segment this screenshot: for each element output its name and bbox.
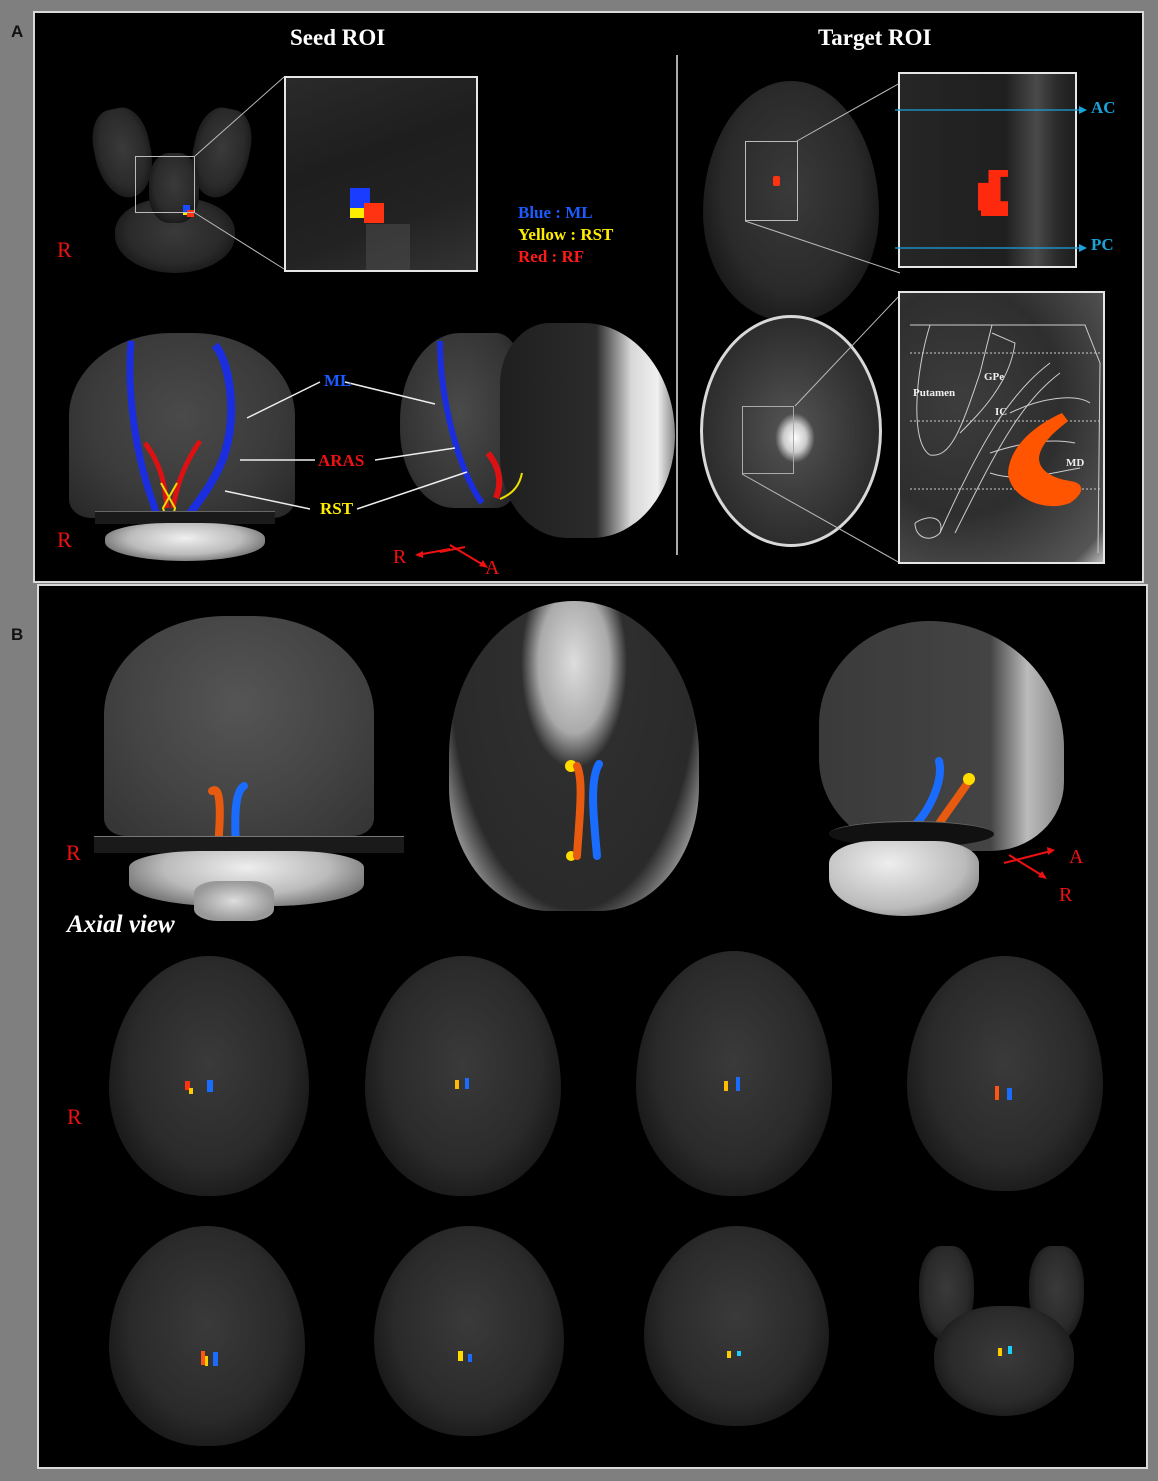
atlas-label-putamen: Putamen [913, 387, 956, 399]
panel-letter-b: B [11, 625, 24, 644]
axial-slice-3 [636, 951, 832, 1196]
legend-yellow-rst: Yellow : RST [518, 225, 614, 244]
panel-b: R A R Axial view R [37, 584, 1148, 1469]
legend-red-rf: Red : RF [518, 247, 585, 266]
legend-blue-ml: Blue : ML [518, 203, 593, 222]
oblique-tract-view [400, 323, 700, 548]
target-roi-title: Target ROI [818, 25, 932, 50]
axial-view-title: Axial view [67, 911, 175, 938]
axial-orientation-r: R [67, 1104, 82, 1129]
panel-a: Seed ROI Target ROI R Blue : ML Yellow :… [33, 11, 1144, 583]
target-axial-slice [703, 81, 879, 321]
axial-slice-7 [644, 1226, 829, 1426]
atlas-connector-lines [741, 294, 901, 564]
atlas-label-md: MD [1066, 457, 1085, 469]
target-t2-axial-slice [700, 315, 882, 547]
3d-frontal-cutaway-view [449, 601, 719, 921]
label-aras: ARAS [318, 451, 365, 470]
coronal-orientation-r: R [57, 527, 72, 552]
ra-axes-arrows [415, 544, 488, 568]
section-divider [676, 55, 678, 555]
3d-oblique-view [819, 621, 1109, 921]
target-zoom-inset [898, 72, 1077, 268]
3d-coronal-view [94, 611, 414, 921]
3d-coronal-orientation-r: R [66, 840, 81, 865]
ar-axes-arrows [1003, 847, 1055, 879]
label-pc: PC [1091, 235, 1114, 254]
atlas-label-gpe: GPe [984, 371, 1005, 383]
tract-leader-lines [224, 381, 468, 510]
label-rst: RST [320, 499, 354, 518]
seed-zoom-inset [284, 76, 478, 272]
axis-label-a: A [485, 557, 500, 579]
axis-label-r: R [393, 546, 407, 568]
atlas-inset: Putamen GPe IC MD [898, 291, 1105, 564]
panel-letter-a: A [11, 22, 24, 41]
target-zoom-source-box [745, 141, 798, 221]
axial-slice-4 [907, 956, 1103, 1191]
axial-slice-2 [365, 956, 561, 1196]
axial-slice-8 [914, 1246, 1094, 1426]
label-ac: AC [1091, 98, 1116, 117]
axial-slice-1 [109, 956, 309, 1196]
target-zoom-connector-lines [744, 82, 901, 274]
coronal-tract-view [65, 333, 295, 563]
axis-label-r-b: R [1059, 884, 1073, 906]
ac-pc-lines [895, 106, 1087, 252]
seed-zoom-source-box [135, 156, 195, 213]
axial-slice-5 [109, 1226, 305, 1446]
target-atlas-source-box [742, 406, 794, 474]
seed-zoom-connector-lines [194, 76, 285, 270]
atlas-label-ic: IC [995, 406, 1008, 418]
axial-slice-6 [374, 1226, 564, 1436]
seed-orientation-r: R [57, 237, 72, 262]
axis-label-a-b: A [1069, 846, 1084, 868]
seed-roi-title: Seed ROI [290, 25, 386, 50]
label-ml: ML [324, 371, 352, 390]
